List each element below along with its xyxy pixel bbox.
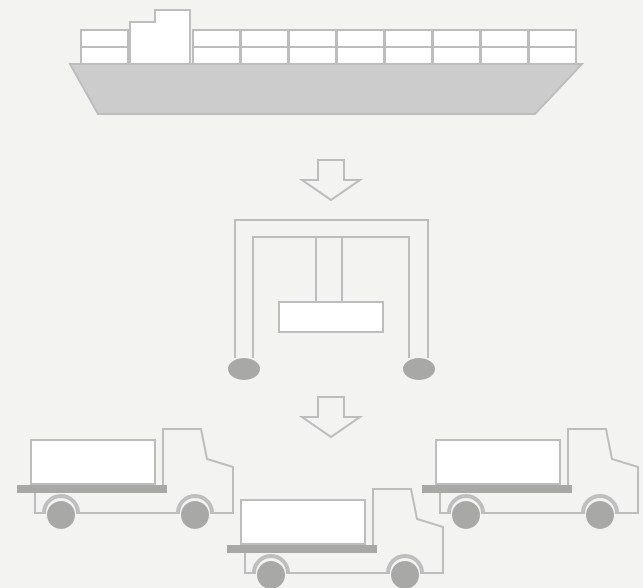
crane-wheel xyxy=(403,358,435,380)
ship-container xyxy=(384,29,433,48)
crane-frame xyxy=(234,219,429,358)
ship-containers xyxy=(80,29,577,65)
ship-hull xyxy=(68,63,585,115)
ship-container xyxy=(432,46,481,65)
ship-container xyxy=(480,29,529,48)
ship-container xyxy=(480,46,529,65)
ship-container xyxy=(192,29,241,48)
container-ship-icon xyxy=(68,9,585,115)
crane-spreader-container xyxy=(278,301,384,333)
ship-container xyxy=(288,29,337,48)
gantry-crane-icon xyxy=(228,219,435,380)
ship-container xyxy=(384,46,433,65)
ship-container xyxy=(336,46,385,65)
ship-container xyxy=(80,46,129,65)
ship-bridge xyxy=(129,9,191,65)
ship-container xyxy=(336,29,385,48)
container-truck-icon xyxy=(421,428,639,530)
container-truck-icon xyxy=(16,428,234,530)
down-arrow-icon xyxy=(298,159,364,202)
down-arrow-icon xyxy=(298,396,364,439)
ship-container xyxy=(192,46,241,65)
ship-container xyxy=(80,29,129,48)
ship-container xyxy=(240,29,289,48)
ship-container xyxy=(528,29,577,48)
ship-container xyxy=(288,46,337,65)
container-truck-icon xyxy=(226,488,444,588)
ship-container xyxy=(240,46,289,65)
ship-container xyxy=(432,29,481,48)
crane-wheel xyxy=(228,358,260,380)
ship-container xyxy=(528,46,577,65)
